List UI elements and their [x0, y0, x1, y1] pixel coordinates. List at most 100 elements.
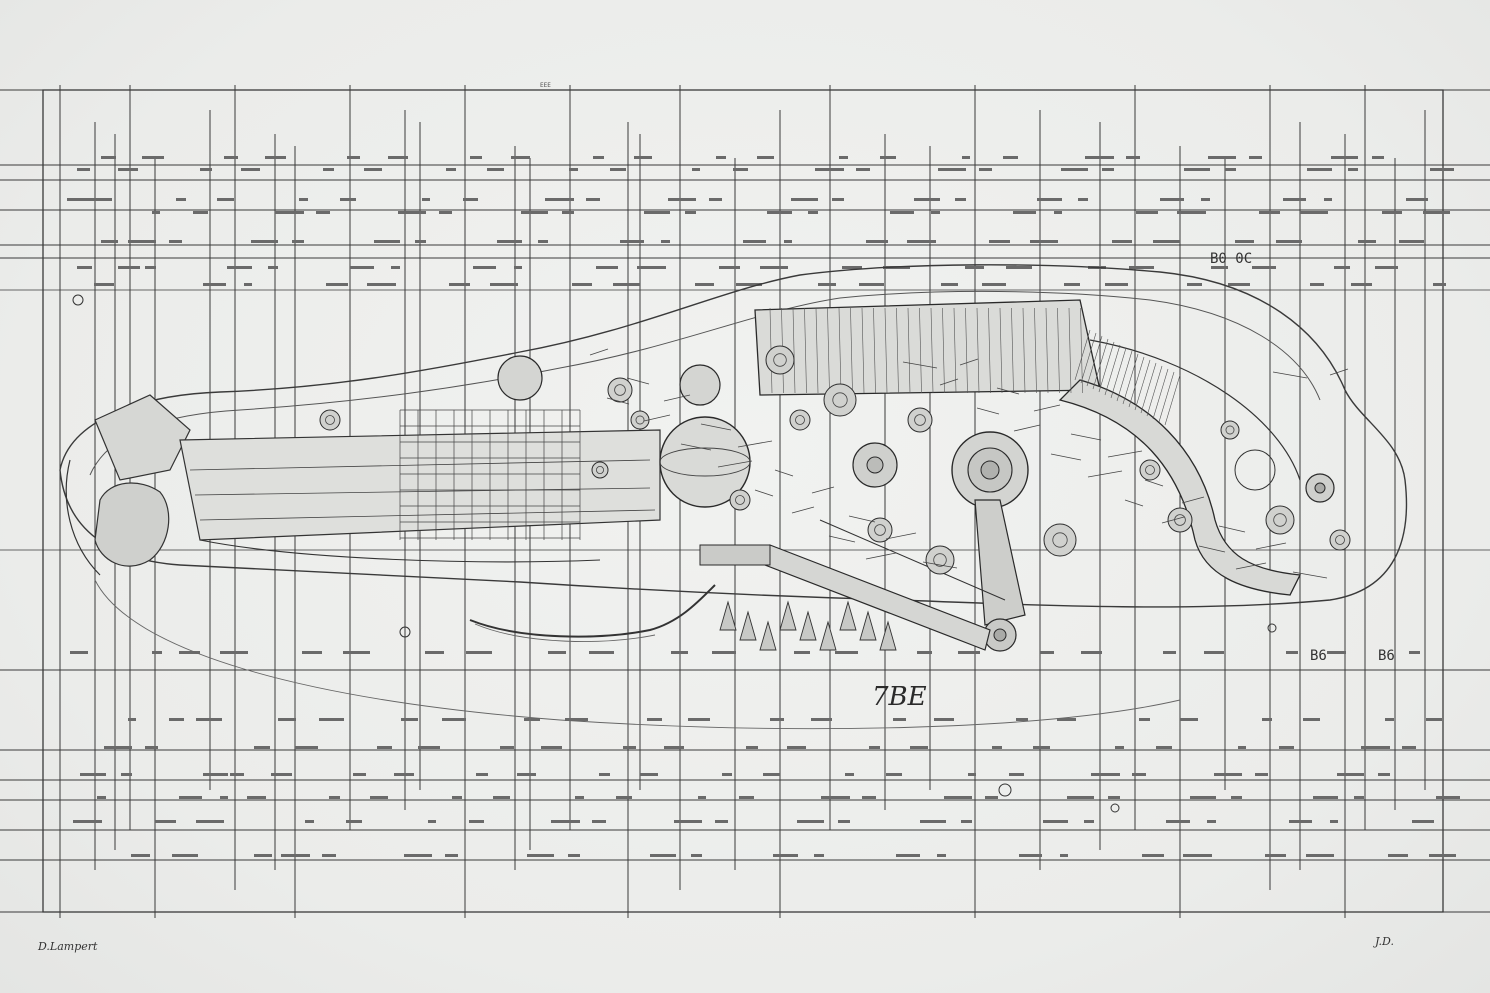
dimension-tick [470, 156, 482, 159]
dimension-tick [203, 773, 228, 776]
dimension-tick [599, 773, 610, 776]
dimension-tick [1259, 211, 1280, 214]
dimension-tick [569, 168, 578, 171]
dimension-tick [1102, 168, 1114, 171]
pipe-segment [959, 358, 979, 366]
dimension-tick [340, 198, 356, 201]
dimension-tick [1262, 718, 1272, 721]
dimension-tick [1037, 198, 1062, 201]
pipe-segment [754, 489, 774, 497]
component-circle [925, 545, 955, 575]
signature-bottom-left: D.Lampert [38, 940, 98, 953]
dimension-tick [1361, 746, 1390, 749]
dimension-tick [1003, 156, 1018, 159]
dimension-tick [302, 651, 322, 654]
dimension-tick [835, 651, 858, 654]
duct-rib [1146, 365, 1163, 417]
tank-rib [827, 307, 830, 394]
dimension-tick [736, 283, 762, 286]
top-tank [754, 299, 1101, 396]
tank-rib [804, 307, 807, 394]
dimension-tick [890, 211, 914, 214]
dimension-tick [592, 820, 606, 823]
dimension-tick [1388, 854, 1408, 857]
dimension-tick [568, 854, 580, 857]
dimension-tick [934, 718, 954, 721]
dimension-tick [1324, 198, 1332, 201]
dimension-tick [931, 211, 940, 214]
dimension-tick [281, 854, 310, 857]
pipe-segment [885, 532, 917, 540]
dimension-tick [1430, 168, 1454, 171]
dimension-tick [1436, 796, 1460, 799]
tank-rib [965, 307, 968, 394]
dimension-tick [97, 796, 106, 799]
dimension-tick [712, 651, 736, 654]
dimension-tick [172, 854, 198, 857]
dimension-tick [1211, 266, 1228, 269]
component-hub [614, 384, 626, 396]
dimension-tick [862, 796, 876, 799]
dimension-tick [265, 156, 286, 159]
dimension-tick [691, 854, 702, 857]
dimension-tick [917, 651, 932, 654]
dimension-tick [446, 168, 456, 171]
dimension-tick [1208, 156, 1236, 159]
duct-rib [1128, 356, 1145, 408]
dimension-tick [77, 168, 90, 171]
tank-rib [1011, 307, 1014, 394]
dimension-tick [709, 198, 722, 201]
dimension-tick [1009, 773, 1024, 776]
dimension-tick [227, 266, 252, 269]
dimension-tick [722, 773, 732, 776]
dimension-tick [1207, 820, 1216, 823]
tank-rib [930, 307, 934, 394]
pipe-segment [1033, 404, 1061, 412]
dimension-tick [1108, 796, 1120, 799]
dimension-tick [268, 266, 278, 269]
dimension-tick [1016, 718, 1028, 721]
dimension-tick [1255, 773, 1268, 776]
dimension-tick [425, 651, 444, 654]
pipe-segment [589, 348, 609, 356]
dimension-tick [623, 746, 636, 749]
pipe-segment [1198, 545, 1226, 553]
dimension-tick [142, 156, 164, 159]
dimension-tick [688, 718, 710, 721]
dimension-tick [685, 211, 696, 214]
dimension-tick [616, 796, 632, 799]
dimension-tick [524, 718, 540, 721]
dimension-tick [640, 773, 658, 776]
pipe-segment [1235, 562, 1267, 570]
dimension-tick [326, 283, 348, 286]
dimension-tick [275, 211, 304, 214]
dimension-tick [1351, 283, 1372, 286]
dimension-tick [545, 198, 574, 201]
pipe-segment [1272, 371, 1308, 379]
dimension-tick [1136, 211, 1158, 214]
dimension-tick [565, 718, 588, 721]
machine-cutaway: 7BE B0 0C B6 B6 EEE [59, 82, 1408, 730]
dimension-tick [763, 773, 780, 776]
tank-rib [896, 307, 899, 394]
dimension-tick [1426, 718, 1442, 721]
dimension-tick [404, 854, 432, 857]
component-circle [1329, 529, 1351, 551]
dimension-tick [1156, 746, 1172, 749]
tank-rib [815, 307, 819, 394]
fan-blade [779, 600, 797, 631]
dimension-tick [1327, 651, 1346, 654]
dimension-tick [958, 651, 980, 654]
dimension-tick [968, 773, 976, 776]
fan-blade [859, 610, 877, 641]
dimension-tick [716, 156, 726, 159]
dimension-tick [1091, 773, 1120, 776]
dimension-tick [200, 168, 212, 171]
fan-blade [819, 620, 837, 651]
lower-guide-arc [94, 579, 1181, 730]
tank-rib [919, 307, 922, 394]
tank-rib [1034, 307, 1037, 394]
dimension-tick [80, 773, 106, 776]
dimension-tick [70, 651, 88, 654]
dimension-tick [715, 820, 728, 823]
